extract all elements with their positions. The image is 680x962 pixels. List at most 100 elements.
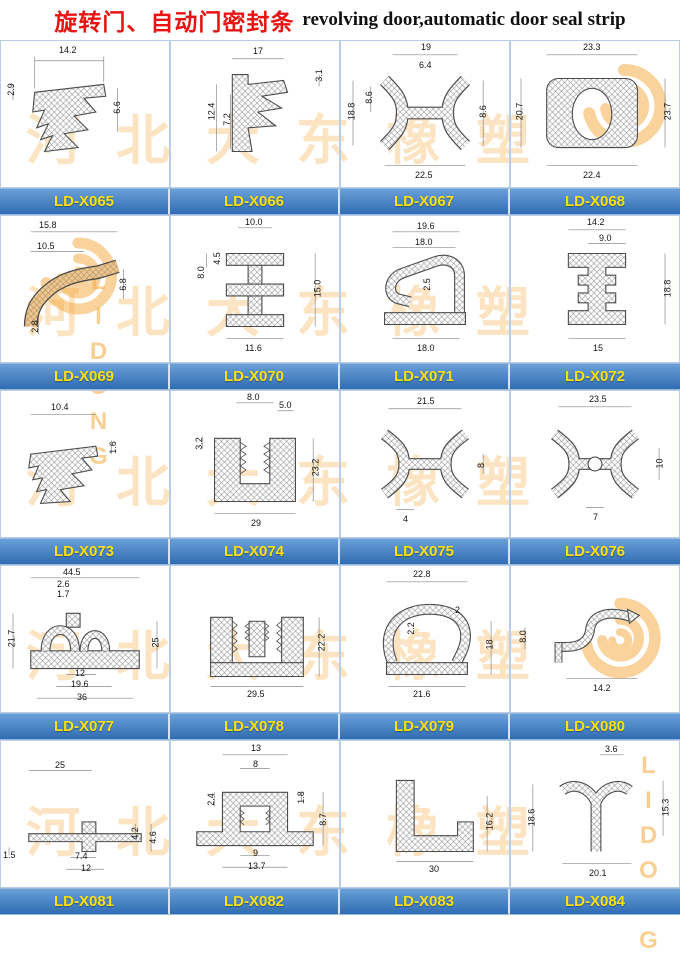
dim-label: 22.2 bbox=[316, 633, 327, 652]
catalog-row: 44.5 2.6 1.7 21.7 25 12 19.6 36 22.2 29.… bbox=[0, 565, 680, 713]
dim-label: 3.6 bbox=[605, 744, 618, 754]
dim-label: 18.0 bbox=[415, 237, 433, 247]
dim-label: 29 bbox=[251, 518, 262, 528]
dim-label: 18.8 bbox=[662, 279, 673, 298]
dim-label: 3.1 bbox=[313, 69, 324, 82]
dim-label: 22.5 bbox=[415, 170, 433, 180]
dim-label: 22.8 bbox=[413, 569, 431, 579]
profile-drawing-ld-x082 bbox=[196, 754, 324, 868]
product-code-ld-x069: LD-X069 bbox=[0, 364, 170, 389]
dim-label: 5.0 bbox=[279, 400, 292, 410]
dim-label: 14.2 bbox=[59, 45, 77, 55]
profile-drawing-ld-x075 bbox=[380, 408, 484, 510]
profile-drawing-ld-x068 bbox=[520, 54, 666, 166]
dim-label: 18.6 bbox=[526, 808, 537, 827]
dim-label: 12 bbox=[75, 668, 86, 678]
dim-label: 8.0 bbox=[247, 392, 260, 402]
dim-label: 17 bbox=[253, 46, 264, 56]
dim-label: 15 bbox=[593, 343, 604, 353]
dim-label: 6.6 bbox=[111, 101, 122, 114]
dim-label: 2 bbox=[455, 605, 461, 615]
dim-label: 3.2 bbox=[193, 437, 204, 450]
profile-cell-ld-x066: 17 3.1 12.4 7.2 bbox=[170, 40, 340, 188]
dim-label: 15.8 bbox=[39, 220, 57, 230]
dim-label: 4.6 bbox=[147, 831, 158, 844]
product-code-ld-x078: LD-X078 bbox=[170, 714, 340, 739]
dim-label: 20.7 bbox=[514, 102, 525, 121]
dim-label: 22.4 bbox=[583, 170, 601, 180]
dim-label: 8.6 bbox=[477, 105, 488, 118]
dim-label: 7.4 bbox=[75, 851, 88, 861]
dim-label: 11.6 bbox=[245, 343, 262, 353]
profile-cell-ld-x083: 16.2 30 bbox=[340, 740, 510, 888]
product-code-ld-x074: LD-X074 bbox=[170, 539, 340, 564]
catalog-row: 10.4 1.6 8.0 5.0 3.2 23.2 29 21.5 8 4 bbox=[0, 390, 680, 538]
profile-cell-ld-x065: 14.2 2.9 6.6 bbox=[0, 40, 170, 188]
profile-cell-ld-x080: 8.0 14.2 bbox=[510, 565, 680, 713]
profile-drawing-ld-x065 bbox=[12, 56, 118, 153]
profile-cell-ld-x071: 19.6 18.0 2.5 18.0 bbox=[340, 215, 510, 363]
profile-cell-ld-x076: 23.5 10 7 bbox=[510, 390, 680, 538]
dim-label: 21.5 bbox=[417, 396, 435, 406]
dim-label: 2.5 bbox=[421, 278, 432, 291]
dim-label: 2.4 bbox=[205, 793, 216, 806]
profile-drawing-ld-x078 bbox=[210, 616, 320, 687]
profile-drawing-ld-x072 bbox=[567, 229, 666, 339]
dim-label: 15.0 bbox=[312, 279, 323, 298]
product-code-ld-x079: LD-X079 bbox=[340, 714, 510, 739]
dim-label: 1.8 bbox=[295, 791, 306, 804]
profile-cell-ld-x067: 19 6.4 18.8 8.6 8.6 22.5 bbox=[340, 40, 510, 188]
dim-label: 2.6 bbox=[57, 579, 70, 589]
product-code-banner: LD-X065 LD-X066 LD-X067 LD-X068 bbox=[0, 188, 680, 215]
product-code-ld-x077: LD-X077 bbox=[0, 714, 170, 739]
profile-cell-ld-x069: 15.8 10.5 6.8 2.8 bbox=[0, 215, 170, 363]
dim-label: 23.7 bbox=[662, 102, 673, 121]
seal-strip-catalog-grid: 14.2 2.9 6.6 17 3.1 12.4 7.2 19 6.4 18.8… bbox=[0, 40, 680, 915]
product-code-banner: LD-X073 LD-X074 LD-X075 LD-X076 bbox=[0, 538, 680, 565]
dim-label: 9.0 bbox=[599, 233, 612, 243]
catalog-row: 15.8 10.5 6.8 2.8 10.0 4.5 8.0 15.0 11.6… bbox=[0, 215, 680, 363]
profile-cell-ld-x068: 23.3 20.7 23.7 22.4 bbox=[510, 40, 680, 188]
dim-label: 10.5 bbox=[37, 241, 55, 251]
product-code-banner: LD-X077 LD-X078 LD-X079 LD-X080 bbox=[0, 713, 680, 740]
profile-cell-ld-x078: 22.2 29.5 bbox=[170, 565, 340, 713]
profile-cell-ld-x079: 22.8 2.2 2 18 21.6 bbox=[340, 565, 510, 713]
dim-label: 13 bbox=[251, 743, 262, 753]
profile-drawing-ld-x079 bbox=[382, 581, 492, 687]
dim-label: 23.5 bbox=[589, 394, 607, 404]
profile-cell-ld-x082: 13 8 2.4 1.8 8.7 9 13.7 bbox=[170, 740, 340, 888]
dim-label: 6.4 bbox=[419, 60, 432, 70]
dim-label: 14.2 bbox=[587, 217, 605, 227]
dim-label: 1.7 bbox=[57, 589, 70, 599]
profile-drawing-ld-x069 bbox=[23, 231, 124, 335]
product-code-ld-x073: LD-X073 bbox=[0, 539, 170, 564]
product-code-banner: LD-X069 LD-X070 LD-X071 LD-X072 bbox=[0, 363, 680, 390]
dim-label: 10.4 bbox=[51, 402, 69, 412]
dim-label: 6.8 bbox=[117, 278, 128, 291]
page-title-english: revolving door,automatic door seal strip bbox=[302, 9, 626, 30]
dim-label: 7 bbox=[593, 512, 599, 522]
dim-label: 44.5 bbox=[63, 567, 81, 577]
dim-label: 19 bbox=[421, 42, 432, 52]
product-code-ld-x070: LD-X070 bbox=[170, 364, 340, 389]
dim-label: 18.8 bbox=[346, 102, 357, 121]
product-code-ld-x067: LD-X067 bbox=[340, 189, 510, 214]
catalog-row: 14.2 2.9 6.6 17 3.1 12.4 7.2 19 6.4 18.8… bbox=[0, 40, 680, 188]
dim-label: 25 bbox=[150, 637, 161, 648]
dim-label: 9 bbox=[253, 848, 259, 858]
profile-cell-ld-x073: 10.4 1.6 bbox=[0, 390, 170, 538]
product-code-banner: LD-X081 LD-X082 LD-X083 LD-X084 bbox=[0, 888, 680, 915]
product-code-ld-x076: LD-X076 bbox=[564, 543, 626, 560]
dim-label: 7.2 bbox=[221, 113, 232, 126]
dim-label: 19.6 bbox=[417, 221, 435, 231]
dim-label: 14.2 bbox=[593, 683, 611, 693]
profile-cell-ld-x072: 14.2 9.0 18.8 15 bbox=[510, 215, 680, 363]
catalog-row: 25 4.2 4.6 1.5 7.4 12 13 8 2.4 1.8 8.7 9… bbox=[0, 740, 680, 888]
dim-label: 19.6 bbox=[71, 679, 89, 689]
dim-label: 23.2 bbox=[310, 458, 321, 477]
profile-cell-ld-x075: 21.5 8 4 bbox=[340, 390, 510, 538]
dim-label: 10 bbox=[654, 458, 665, 469]
dim-label: 15.3 bbox=[660, 798, 671, 817]
dim-label: 8 bbox=[253, 759, 259, 769]
profile-cell-ld-x070: 10.0 4.5 8.0 15.0 11.6 bbox=[170, 215, 340, 363]
